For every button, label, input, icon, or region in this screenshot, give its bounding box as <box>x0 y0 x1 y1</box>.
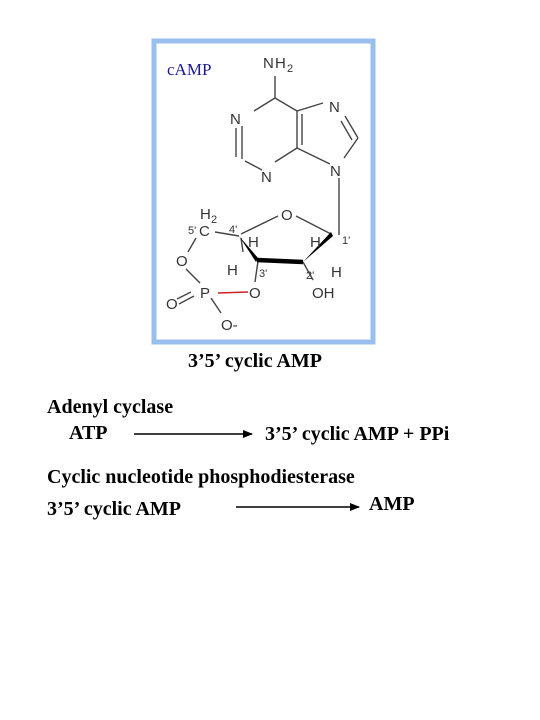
hydroxyl-atom: OH <box>312 285 335 302</box>
position-label-4prime: 4' <box>229 224 237 236</box>
amine-h-subscript: 2 <box>287 63 293 75</box>
reaction-1-substrate: ATP <box>69 422 108 444</box>
structure-caption: 3’5’ cyclic AMP <box>188 350 323 372</box>
position-label-3prime: 3' <box>259 268 267 280</box>
c5-carbon-atom: C <box>199 223 210 240</box>
ribose-bold-bond-c3-c2 <box>256 257 304 265</box>
amine-h-atom: H <box>275 55 286 72</box>
n1-atom: N <box>230 111 241 128</box>
adenine-ring-bonds <box>235 76 359 235</box>
c2-hydrogen-atom: H <box>331 264 342 281</box>
n9-atom: N <box>330 163 341 180</box>
position-label-1prime: 1' <box>342 235 350 247</box>
position-label-2prime: 2' <box>306 270 314 282</box>
o-minus-atom: O- <box>221 317 238 334</box>
reaction-2-enzyme: Cyclic nucleotide phosphodiesterase <box>47 466 355 488</box>
reaction-2-substrate: 3’5’ cyclic AMP <box>47 498 182 520</box>
reaction-1-product: 3’5’ cyclic AMP + PPi <box>265 424 449 444</box>
structure-frame <box>151 38 376 345</box>
phosphoryl-oxygen-atom: O <box>166 296 178 313</box>
phosphoester-bond <box>217 291 249 294</box>
reaction-1-enzyme: Adenyl cyclase <box>47 396 174 418</box>
position-label-5prime: 5' <box>188 225 196 237</box>
c5-h-atom: H <box>200 206 211 223</box>
phosphorus-atom: P <box>200 285 210 302</box>
reaction-1-product-main: 3’5’ cyclic AMP <box>265 423 398 445</box>
o5-atom: O <box>176 253 188 270</box>
n7-atom: N <box>329 99 340 116</box>
camp-label: cAMP <box>167 60 211 79</box>
ribose-wedge-c1 <box>303 232 333 262</box>
c4-hydrogen-atom: H <box>248 234 259 251</box>
o3-atom: O <box>249 285 261 302</box>
ring-oxygen-atom: O <box>281 207 293 224</box>
c3-hydrogen-atom: H <box>227 262 238 279</box>
c1-hydrogen-atom: H <box>310 234 321 251</box>
amine-n-atom: N <box>263 55 274 72</box>
reaction-1-plus-sign: + <box>402 423 415 445</box>
n3-atom: N <box>261 169 272 186</box>
ribose-phosphate-bonds <box>176 215 332 314</box>
c5-h-subscript: 2 <box>211 214 217 226</box>
reaction-2-product: AMP <box>369 493 415 515</box>
ribose-wedge-c4 <box>239 236 258 262</box>
reaction-1-product-extra: PPi <box>419 423 450 445</box>
